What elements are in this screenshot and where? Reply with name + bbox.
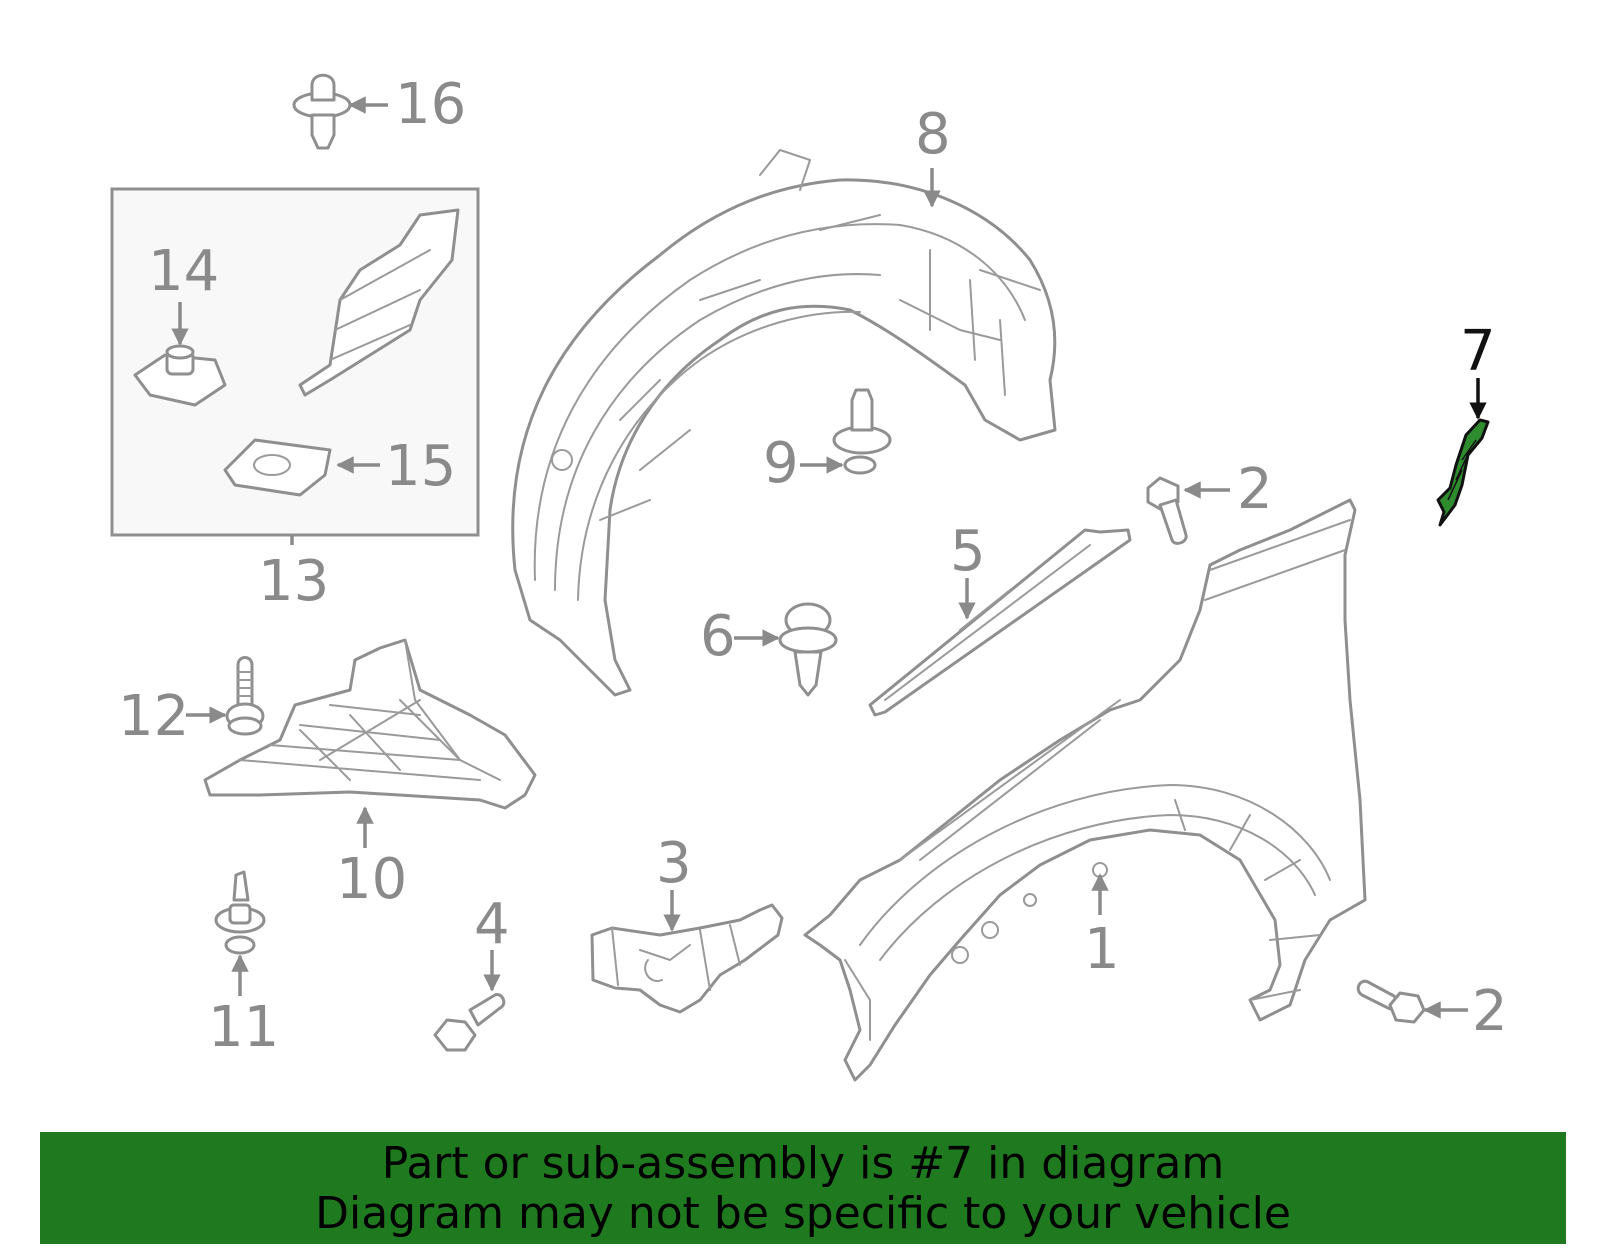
callout-13: 13 (258, 549, 329, 614)
callout-2-upper: 2 (1237, 457, 1273, 522)
callout-2-lower: 2 (1472, 979, 1508, 1044)
part-6-clip (778, 602, 838, 697)
part-16-clip (292, 73, 352, 150)
part-14-nut (133, 344, 227, 407)
callout-1: 1 (1084, 917, 1120, 982)
part-2-lower-bolt (1356, 979, 1426, 1024)
callout-11: 11 (208, 995, 279, 1060)
callout-9: 9 (763, 431, 799, 496)
info-banner: Part or sub-assembly is #7 in diagram Di… (40, 1132, 1566, 1244)
part-4-bolt (433, 993, 506, 1052)
part-11-clip (214, 870, 266, 955)
part-10-under-cover (203, 638, 537, 810)
callout-16: 16 (395, 72, 466, 137)
callout-14: 14 (148, 239, 219, 304)
part-1-fender (803, 498, 1367, 1082)
callout-10: 10 (336, 847, 407, 912)
callout-4: 4 (474, 892, 510, 957)
part-9-clip (832, 388, 892, 475)
part-5-strip (868, 528, 1132, 717)
part-3-bracket (590, 903, 784, 1014)
banner-line-2: Diagram may not be specific to your vehi… (315, 1188, 1291, 1239)
part-12-bolt (225, 656, 265, 736)
part-15-clip (223, 438, 332, 497)
callout-12: 12 (118, 684, 189, 749)
callout-15: 15 (385, 434, 456, 499)
callout-8: 8 (915, 102, 951, 167)
callout-3: 3 (656, 831, 692, 896)
callout-6: 6 (700, 604, 736, 669)
callout-7: 7 (1460, 319, 1496, 384)
part-2-upper-bolt (1146, 476, 1188, 545)
part-7-bracket-highlighted (1436, 418, 1490, 527)
callout-5: 5 (950, 519, 986, 584)
part-8-fender-liner (511, 149, 1057, 697)
banner-line-1: Part or sub-assembly is #7 in diagram (381, 1138, 1225, 1189)
